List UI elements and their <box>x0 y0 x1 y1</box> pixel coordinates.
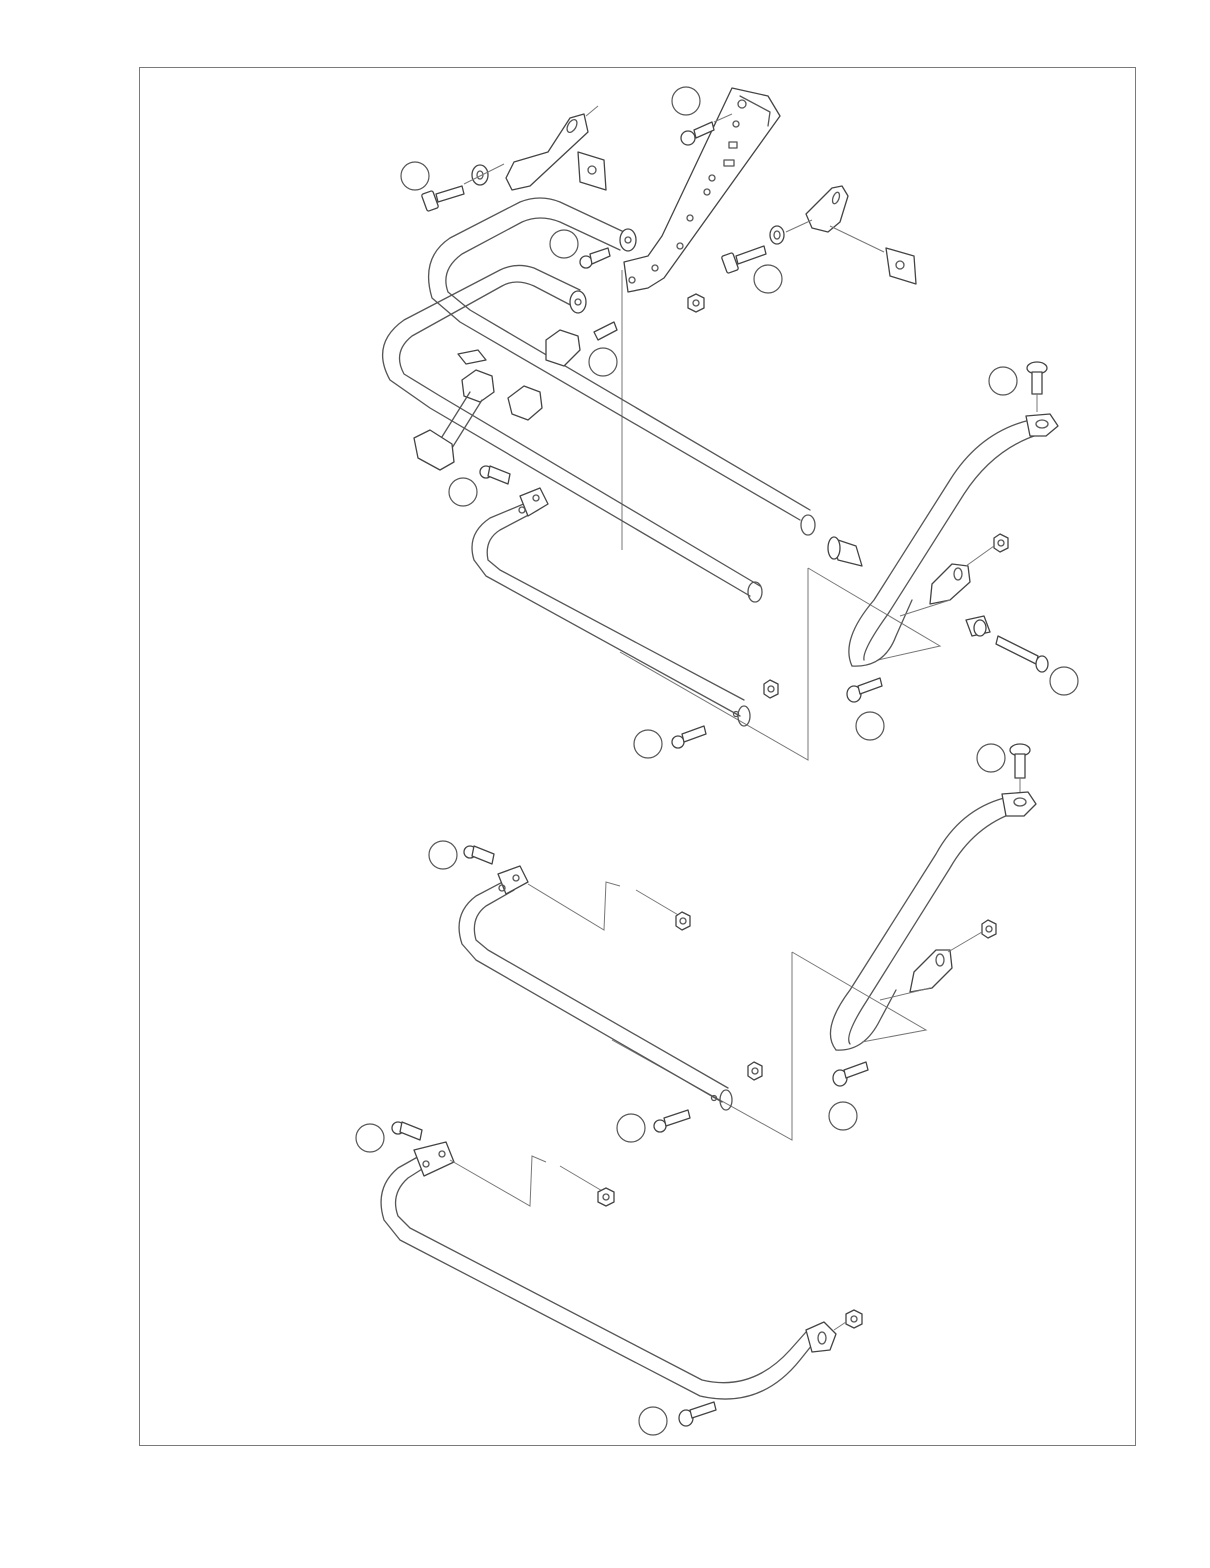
support-strut <box>413 391 483 471</box>
break-line <box>527 881 681 931</box>
callout-circle <box>428 840 458 870</box>
socket-screw <box>846 677 883 703</box>
lower-u-tube <box>471 487 751 727</box>
socket-screw <box>653 1109 691 1133</box>
handle-mount-bracket <box>899 563 971 617</box>
right-rail-bracket <box>805 185 885 253</box>
socket-screw <box>832 1061 869 1087</box>
socket-screw <box>593 321 618 341</box>
socket-screw <box>579 247 611 269</box>
rubber-pad <box>457 349 487 365</box>
socket-screw <box>680 121 715 146</box>
socket-screw <box>463 845 495 865</box>
callout-circle <box>1049 666 1079 696</box>
hex-nut <box>675 911 691 931</box>
hex-bolt <box>421 185 465 212</box>
callout-circle <box>828 1101 858 1131</box>
bracket-plate-outline <box>791 951 928 1043</box>
torx-screw <box>1026 361 1048 412</box>
hex-nut <box>763 679 779 699</box>
bracket-plate-outline <box>619 568 809 761</box>
washer <box>471 164 489 186</box>
callout-circle <box>638 1406 668 1436</box>
socket-screw <box>678 1401 717 1427</box>
callout-circle <box>633 729 663 759</box>
callout-circle <box>671 86 701 116</box>
break-line <box>449 1155 605 1207</box>
hex-nut <box>747 1061 763 1081</box>
right-handle <box>829 791 1037 1051</box>
callout-circle <box>448 477 478 507</box>
callout-circle <box>988 366 1018 396</box>
callout-circle <box>753 264 783 294</box>
hex-nut <box>597 1187 615 1207</box>
washer <box>769 225 785 245</box>
bracket-plate-outline <box>807 567 942 661</box>
socket-screw <box>671 725 707 749</box>
hex-nut <box>993 533 1009 553</box>
hex-nut <box>687 293 705 313</box>
hex-bolt <box>721 245 767 274</box>
clip-nut <box>885 247 917 285</box>
callout-circle <box>588 347 618 377</box>
mounting-bracket-plate <box>623 87 781 293</box>
callout-circle <box>976 743 1006 773</box>
hex-nut <box>981 919 997 939</box>
tube-clamp <box>461 329 581 421</box>
left-rail-bracket <box>505 105 599 191</box>
handle-mount-bracket <box>879 949 953 1001</box>
bottom-u-tube <box>380 1141 837 1400</box>
upper-tube-frame <box>428 197 816 536</box>
hex-nut <box>845 1309 863 1329</box>
callout-group <box>355 86 1079 1436</box>
right-handle <box>848 413 1059 667</box>
torx-screw <box>1009 743 1031 792</box>
callout-circle <box>400 161 430 191</box>
callout-circle <box>355 1123 385 1153</box>
lower-u-tube <box>458 865 733 1111</box>
callout-circle <box>616 1113 646 1143</box>
socket-screw <box>479 465 511 485</box>
callout-circle <box>549 229 579 259</box>
bracket-plate-outline <box>611 952 793 1141</box>
long-bolt <box>995 635 1049 673</box>
socket-screw <box>391 1121 423 1141</box>
inner-tube-frame <box>382 264 763 603</box>
clip-nut <box>577 151 607 191</box>
figure-frame <box>139 67 1136 1446</box>
spacer-sleeve <box>965 615 991 637</box>
callout-circle <box>855 711 885 741</box>
spacer-sleeve <box>827 536 863 567</box>
